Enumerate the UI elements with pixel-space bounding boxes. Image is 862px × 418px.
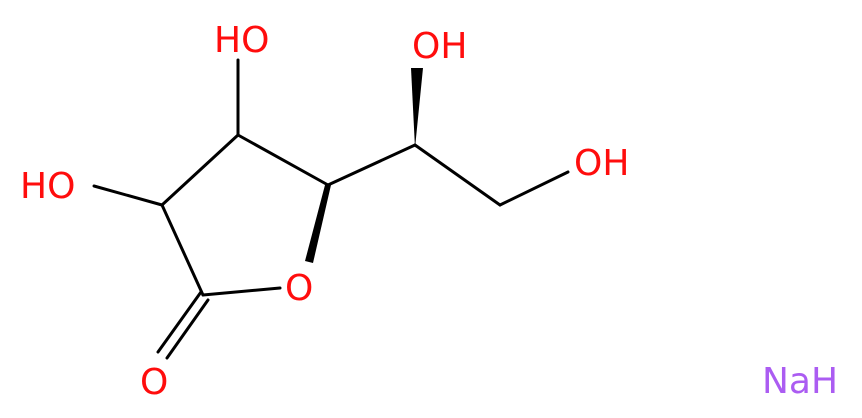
bond-c2-oh [92, 184, 164, 207]
bond-c1-c2 [160, 203, 205, 297]
bond-c1-carbonyl-b [165, 298, 210, 360]
oxygen-label-c6-hydroxyl: OH [574, 143, 629, 184]
bond-c4-c5 [326, 143, 417, 187]
sodium-hydride-label: NaH [762, 361, 838, 402]
wedge-c5-oh [411, 68, 423, 148]
oxygen-label-ring: O [285, 268, 313, 309]
oxygen-label-c3-hydroxyl: HO [214, 20, 269, 61]
bond-c2-c3 [160, 133, 240, 207]
bond-c5-c6 [413, 143, 502, 207]
bond-c6-oh [498, 170, 570, 207]
bond-c3-c4 [236, 133, 330, 187]
wedge-c4-ring-o [305, 185, 331, 263]
bond-c1-carbonyl-a [156, 290, 203, 354]
oxygen-label-carbonyl: O [140, 362, 168, 403]
oxygen-label-c2-hydroxyl: HO [20, 166, 75, 207]
oxygen-label-c5-hydroxyl: OH [412, 26, 467, 67]
bond-c1-ring-o [201, 286, 282, 297]
